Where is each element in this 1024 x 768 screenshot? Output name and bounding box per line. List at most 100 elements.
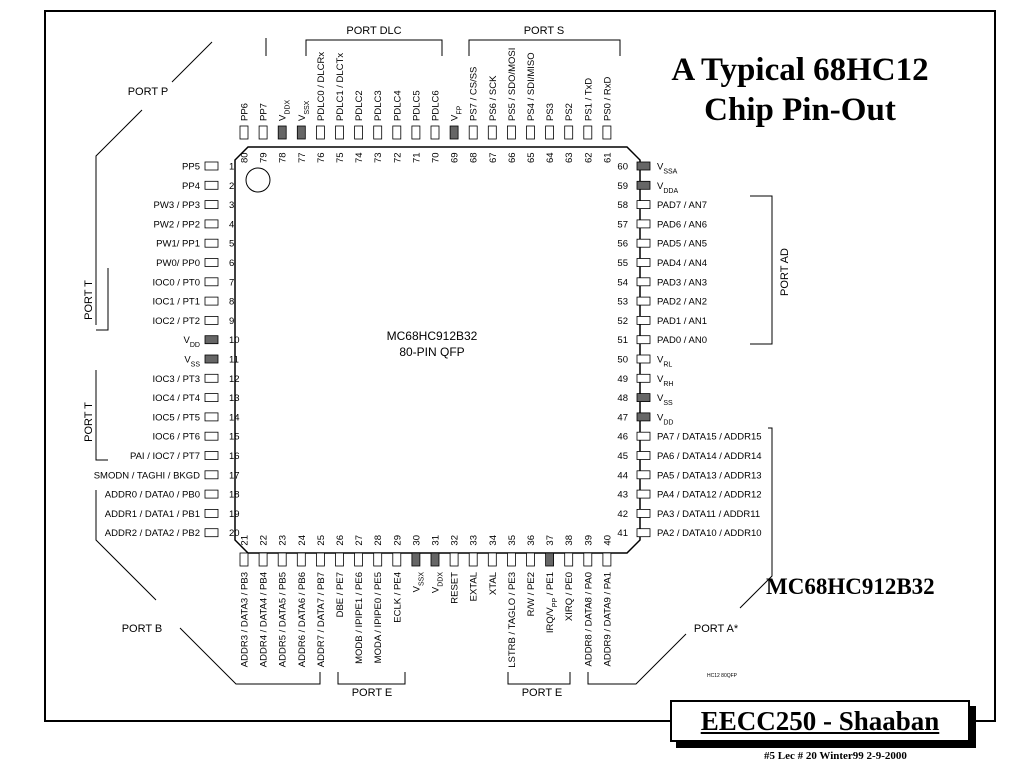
- pin-46: [636, 431, 651, 441]
- pin-label-12: IOC3 / PT3: [152, 374, 200, 385]
- port-brackets: [95, 38, 773, 685]
- pin-label-7: IOC0 / PT0: [152, 277, 200, 288]
- pin-label-78: VDDX: [278, 100, 292, 121]
- pin-label-70: PDLC6: [431, 90, 442, 121]
- pin-number-17: 17: [229, 470, 240, 481]
- pin-number-73: 73: [373, 152, 384, 163]
- pin-number-13: 13: [229, 393, 240, 404]
- pin-label-44: PA5 / DATA13 / ADDR13: [657, 470, 762, 481]
- pin-22: [258, 552, 268, 567]
- pin-number-14: 14: [229, 412, 240, 423]
- pin-12: [204, 373, 219, 383]
- pin-number-42: 42: [617, 509, 628, 520]
- pin-number-75: 75: [335, 152, 346, 163]
- pin-label-79: PP7: [259, 103, 270, 121]
- port-e-right-label: PORT E: [522, 687, 563, 699]
- pin-71: [411, 125, 421, 140]
- pin-number-43: 43: [617, 490, 628, 501]
- pin-label-15: IOC6 / PT6: [152, 432, 200, 443]
- port-b-label: PORT B: [122, 623, 163, 635]
- pin-number-44: 44: [617, 470, 628, 481]
- pin-number-40: 40: [602, 535, 613, 546]
- pin-number-50: 50: [617, 355, 628, 366]
- pin-number-80: 80: [240, 152, 251, 163]
- pin-label-14: IOC5 / PT5: [152, 412, 200, 423]
- pin-10: [204, 335, 219, 345]
- pin-53: [636, 296, 651, 306]
- pin-label-25: ADDR7 / DATA7 / PB7: [316, 572, 327, 667]
- pin-number-59: 59: [617, 181, 628, 192]
- pin-2: [204, 180, 219, 190]
- chip-name: MC68HC912B32: [387, 329, 478, 343]
- pin-label-56: PAD5 / AN5: [657, 239, 707, 250]
- pin-19: [204, 508, 219, 518]
- pin-number-70: 70: [431, 152, 442, 163]
- pin-34: [487, 552, 497, 567]
- pin-number-26: 26: [335, 535, 346, 546]
- pin-label-5: PW1/ PP1: [156, 239, 200, 250]
- pin-number-9: 9: [229, 316, 234, 327]
- pin-label-80: PP6: [240, 103, 251, 121]
- pin-number-20: 20: [229, 528, 240, 539]
- pin-number-4: 4: [229, 219, 234, 230]
- pin-label-18: ADDR0 / DATA0 / PB0: [105, 490, 200, 501]
- pin-number-11: 11: [229, 355, 239, 366]
- pin-label-41: PA2 / DATA10 / ADDR10: [657, 528, 762, 539]
- pin-number-15: 15: [229, 432, 240, 443]
- pin-number-46: 46: [617, 432, 628, 443]
- port-e-left-label: PORT E: [352, 687, 393, 699]
- pin-number-8: 8: [229, 297, 234, 308]
- pin-number-27: 27: [354, 535, 365, 546]
- pin-label-52: PAD1 / AN1: [657, 316, 707, 327]
- pin-74: [354, 125, 364, 140]
- pin-label-73: PDLC3: [373, 90, 384, 121]
- pin-label-68: PS7 / CS/SS: [469, 67, 480, 121]
- pin-6: [204, 258, 219, 267]
- pin-label-29: ECLK / PE4: [392, 572, 403, 623]
- pin-4: [204, 219, 219, 229]
- slide-title-line-1: A Typical 68HC12: [671, 52, 929, 88]
- pin-number-79: 79: [259, 152, 270, 163]
- pin-label-71: PDLC5: [411, 90, 422, 121]
- pin-26: [335, 552, 344, 567]
- pin-78: [277, 125, 287, 140]
- pin-label-47: VDD: [657, 412, 673, 426]
- pin-75: [335, 125, 344, 140]
- footer-text: #5 Lec # 20 Winter99 2-9-2000: [764, 750, 907, 762]
- pin-label-62: PS1 / TxD: [583, 78, 594, 121]
- pin-label-72: PDLC4: [392, 90, 403, 121]
- pin-7: [204, 277, 219, 287]
- pin-number-57: 57: [617, 219, 628, 230]
- pin-label-1: PP5: [182, 162, 200, 173]
- pin-label-10: VDD: [184, 335, 200, 349]
- pin-number-51: 51: [617, 335, 628, 346]
- pin-number-21: 21: [240, 535, 251, 546]
- pin-label-69: VFP: [450, 105, 464, 121]
- pin-number-16: 16: [229, 451, 240, 462]
- pin-5: [204, 238, 219, 248]
- pin-58: [636, 200, 651, 210]
- pin-68: [468, 125, 478, 140]
- pin-label-58: PAD7 / AN7: [657, 200, 707, 211]
- pin-number-39: 39: [583, 535, 594, 546]
- pin-label-27: MODB / IPIPE1 / PE6: [354, 572, 365, 664]
- pin-label-3: PW3 / PP3: [154, 200, 200, 211]
- pin-label-2: PP4: [182, 181, 200, 192]
- pin-number-61: 61: [602, 152, 613, 163]
- pin-number-74: 74: [354, 152, 365, 163]
- pin-label-51: PAD0 / AN0: [657, 335, 707, 346]
- pin-51: [636, 335, 651, 345]
- pin-number-32: 32: [450, 535, 461, 546]
- port-s-label: PORT S: [524, 25, 565, 37]
- pin-number-72: 72: [392, 152, 403, 163]
- pin-9: [204, 315, 219, 325]
- pin-73: [373, 125, 383, 140]
- pin-66: [506, 125, 516, 140]
- pin-label-33: EXTAL: [469, 572, 480, 601]
- pin-label-39: ADDR8 / DATA8 / PA0: [583, 572, 594, 667]
- pin-label-30: VSSX: [411, 572, 425, 593]
- course-box: EECC250 - Shaaban: [670, 700, 970, 742]
- pin-label-49: VRH: [657, 374, 673, 388]
- pin-label-42: PA3 / DATA11 / ADDR11: [657, 509, 760, 520]
- pin-label-16: PAI / IOC7 / PT7: [130, 451, 200, 462]
